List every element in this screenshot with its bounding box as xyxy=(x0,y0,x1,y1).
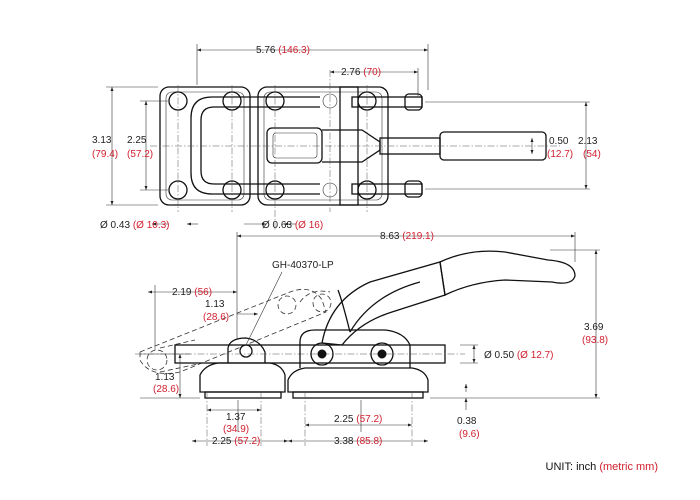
svg-text:1.13: 1.13 xyxy=(205,299,225,310)
dim-pin-hole-mm: (Ø 16) xyxy=(295,220,323,231)
dim-overall-height: 3.69 xyxy=(584,322,604,333)
svg-text:Ø 0.43 (Ø 10.3): Ø 0.43 (Ø 10.3) xyxy=(100,220,170,231)
svg-text:8.63 (219.1): 8.63 (219.1) xyxy=(380,231,434,242)
dim-base-thickness: 0.38 xyxy=(457,416,477,427)
svg-text:2.76 (70): 2.76 (70) xyxy=(341,67,381,78)
unit-note-unit: inch xyxy=(576,461,597,473)
dim-handle-spacing-mm: (54) xyxy=(583,149,601,160)
svg-text:2.19 (56): 2.19 (56) xyxy=(172,287,212,298)
model-label: GH-40370-LP xyxy=(272,260,334,271)
dim-travel-mm: (56) xyxy=(194,287,212,298)
clamp-body xyxy=(266,127,323,164)
dim-base-height: 3.13 xyxy=(92,135,112,146)
dim-slot-spacing: 1.37 xyxy=(226,412,246,423)
dim-rod-diameter: Ø 0.50 xyxy=(484,350,514,361)
dim-base-pitch: 2.25 xyxy=(212,436,232,447)
svg-text:Ø 0.63 (Ø 16): Ø 0.63 (Ø 16) xyxy=(262,220,323,231)
svg-text:(28.6): (28.6) xyxy=(203,312,229,323)
svg-text:(9.6): (9.6) xyxy=(459,429,480,440)
dim-open-offset-mm: (28.6) xyxy=(203,312,229,323)
dim-side-overall-length-mm: (219.1) xyxy=(402,231,434,242)
svg-text:(57.2): (57.2) xyxy=(127,149,153,160)
dim-base-pitch-mm: (57.2) xyxy=(234,436,260,447)
svg-text:3.38 (85.8): 3.38 (85.8) xyxy=(334,436,382,447)
unit-note-metric: (metric mm) xyxy=(599,461,658,473)
dim-open-offset: 1.13 xyxy=(205,299,225,310)
dim-base-length-mm: (85.8) xyxy=(356,436,382,447)
dim-base-length: 3.38 xyxy=(334,436,354,447)
dim-bar-height-mm: (28.6) xyxy=(153,384,179,395)
dim-overall-height-mm: (93.8) xyxy=(582,335,608,346)
base-right xyxy=(287,367,429,393)
side-view: GH-40370-LP 8.63 (219.1) 2.19 (56) 1.13 … xyxy=(135,231,608,447)
dim-slot-pitch-mm: (57.2) xyxy=(356,414,382,425)
svg-text:2.13: 2.13 xyxy=(578,136,598,147)
svg-text:0.38: 0.38 xyxy=(457,416,477,427)
svg-text:(93.8): (93.8) xyxy=(582,335,608,346)
u-bar xyxy=(190,96,320,195)
dim-hole-spacing-mm: (57.2) xyxy=(127,149,153,160)
dim-handle-spacing: 2.13 xyxy=(578,136,598,147)
side-clamp-body xyxy=(299,329,411,368)
svg-text:1.37: 1.37 xyxy=(226,412,246,423)
dim-bar-diameter-mm: (12.7) xyxy=(547,149,573,160)
dim-base-height-mm: (79.4) xyxy=(92,149,118,160)
svg-text:(28.6): (28.6) xyxy=(153,384,179,395)
dim-rod-diameter-mm: (Ø 12.7) xyxy=(517,350,554,361)
dim-pin-hole: Ø 0.63 xyxy=(262,220,292,231)
dim-base-thickness-mm: (9.6) xyxy=(459,429,480,440)
dim-mount-hole-mm: (Ø 10.3) xyxy=(133,220,170,231)
dim-side-overall-length: 8.63 xyxy=(380,231,400,242)
svg-text:2.25 (57.2): 2.25 (57.2) xyxy=(334,414,382,425)
dim-bar-diameter: 0.50 xyxy=(549,136,569,147)
svg-text:3.69: 3.69 xyxy=(584,322,604,333)
mount-hole-icon xyxy=(168,91,377,200)
dim-travel: 2.19 xyxy=(172,287,192,298)
top-view: 5.76 (146.3) 2.76 (70) 3.13 (79.4) 2.25 … xyxy=(92,44,601,231)
svg-text:1.13: 1.13 xyxy=(155,372,175,383)
svg-text:(12.7): (12.7) xyxy=(547,149,573,160)
unit-note: UNIT: inch (metric mm) xyxy=(546,461,658,473)
svg-text:3.13: 3.13 xyxy=(92,135,112,146)
svg-text:2.25 (57.2): 2.25 (57.2) xyxy=(212,436,260,447)
svg-text:(54): (54) xyxy=(583,149,601,160)
svg-text:2.25: 2.25 xyxy=(127,135,147,146)
dim-slot-pitch: 2.25 xyxy=(334,414,354,425)
dim-bar-height: 1.13 xyxy=(155,372,175,383)
dim-handle-offset: 2.76 xyxy=(341,67,361,78)
dim-overall-length: 5.76 xyxy=(256,45,276,56)
svg-text:5.76 (146.3): 5.76 (146.3) xyxy=(256,45,310,56)
dim-mount-hole: Ø 0.43 xyxy=(100,220,130,231)
svg-text:Ø 0.50 (Ø 12.7): Ø 0.50 (Ø 12.7) xyxy=(484,350,554,361)
base-left xyxy=(199,362,286,393)
dim-handle-offset-mm: (70) xyxy=(363,67,381,78)
open-position-outline xyxy=(139,288,327,374)
dim-hole-spacing: 2.25 xyxy=(127,135,147,146)
handle-grip-side xyxy=(439,250,576,296)
unit-note-label: UNIT: xyxy=(545,461,574,473)
svg-text:(79.4): (79.4) xyxy=(92,149,118,160)
dim-slot-spacing-mm: (34.9) xyxy=(223,424,249,435)
svg-text:0.50: 0.50 xyxy=(549,136,569,147)
dim-overall-length-mm: (146.3) xyxy=(278,45,310,56)
svg-text:(34.9): (34.9) xyxy=(223,424,249,435)
handle-arm xyxy=(321,261,446,346)
